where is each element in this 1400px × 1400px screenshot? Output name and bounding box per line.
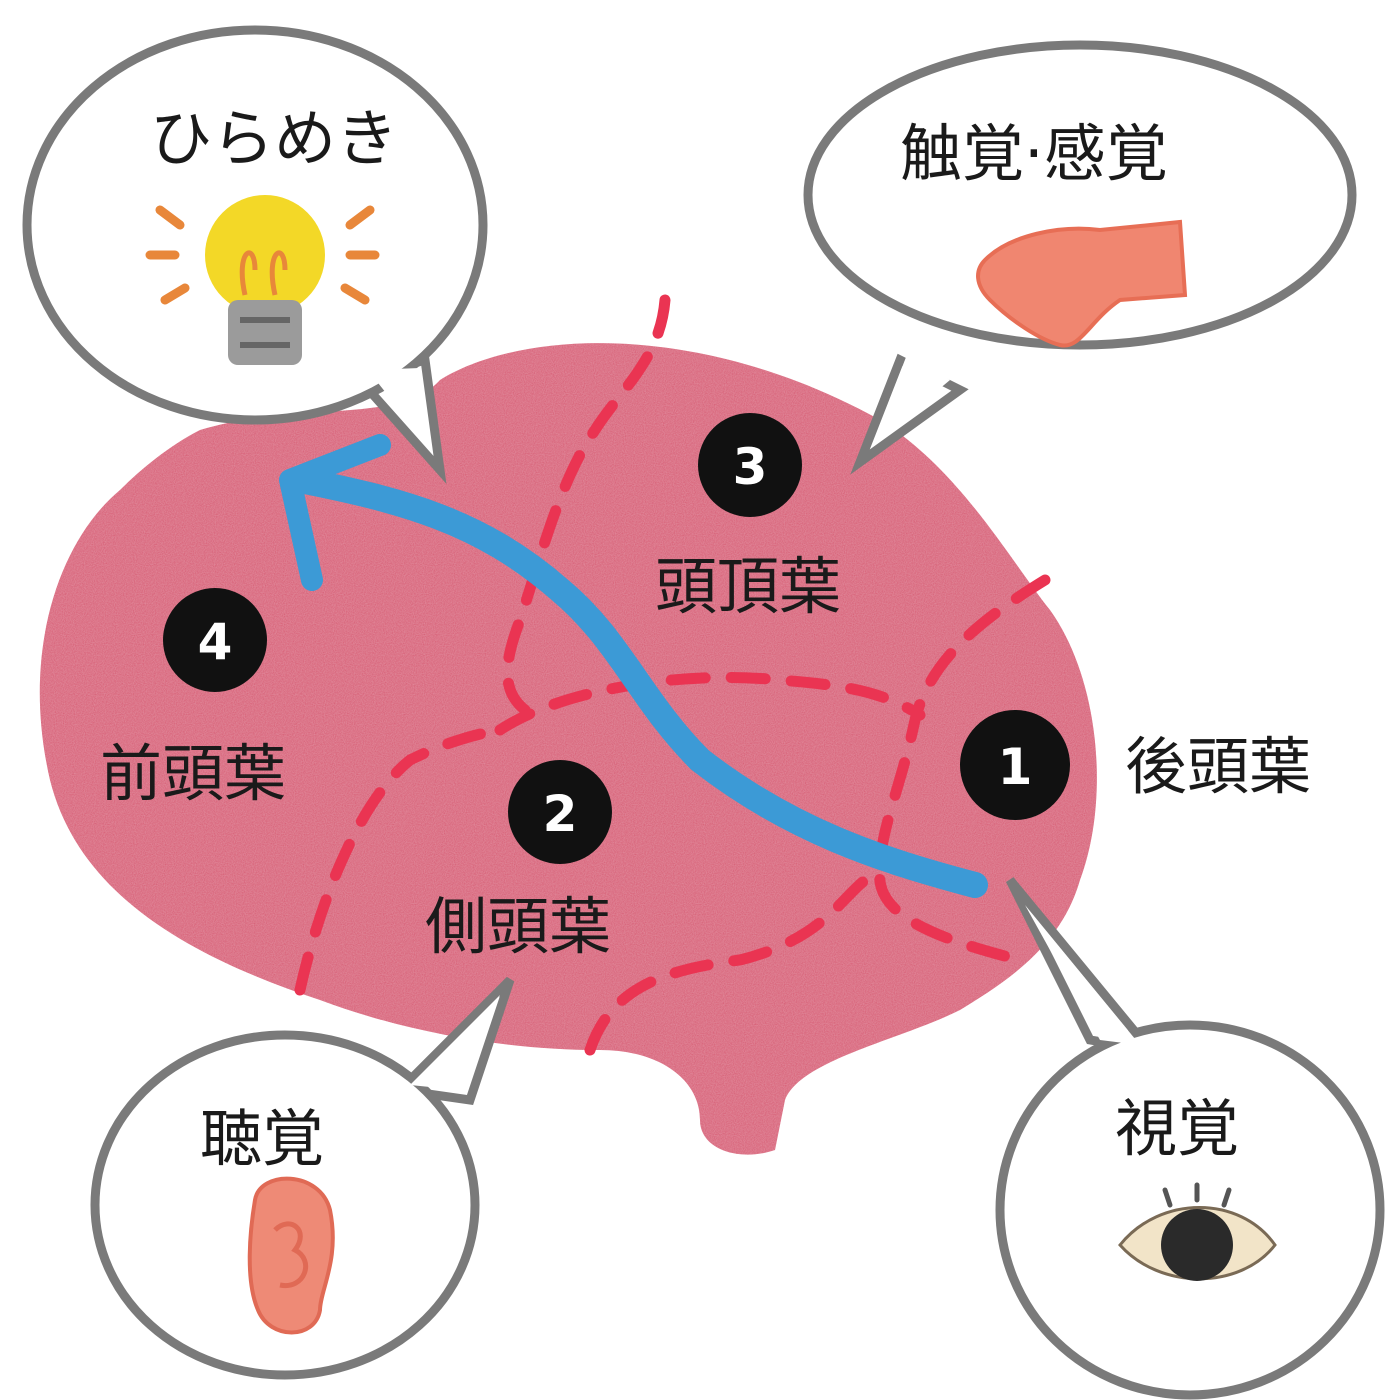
lobe-name: 後頭葉 (1125, 730, 1311, 803)
hand-icon (976, 219, 1188, 348)
bubble-label: ひらめき (150, 102, 398, 175)
lobe-occipital: 1 後頭葉 (960, 710, 1311, 820)
lobe-parietal: 3 頭頂葉 (655, 413, 841, 623)
bubble-touch: 触覚·感覚 (803, 40, 1357, 475)
lobe-number: 2 (543, 785, 578, 843)
lobe-name: 前頭葉 (100, 737, 286, 810)
bubble-vision: 視覚 (995, 877, 1385, 1400)
lightbulb-icon (145, 195, 380, 365)
bubble-label: 触覚·感覚 (900, 117, 1168, 190)
lobe-temporal: 2 側頭葉 (425, 760, 612, 963)
bubble-hearing: 聴覚 (90, 976, 515, 1380)
bubble-label: 視覚 (1115, 1092, 1239, 1165)
bubble-label: 聴覚 (200, 1102, 324, 1175)
signal-arrow (279, 434, 988, 898)
ear-icon (247, 1176, 335, 1335)
lobe-number: 1 (998, 738, 1033, 796)
bubble-inspiration: ひらめき (22, 25, 488, 485)
lobe-name: 側頭葉 (425, 890, 611, 963)
lobe-number: 3 (733, 438, 768, 496)
lobe-number: 4 (198, 613, 233, 671)
lobe-frontal: 4 前頭葉 (100, 588, 286, 810)
eye-icon (1118, 1182, 1277, 1281)
lobe-name: 頭頂葉 (655, 550, 841, 623)
lobe-dividers (294, 294, 1051, 1056)
